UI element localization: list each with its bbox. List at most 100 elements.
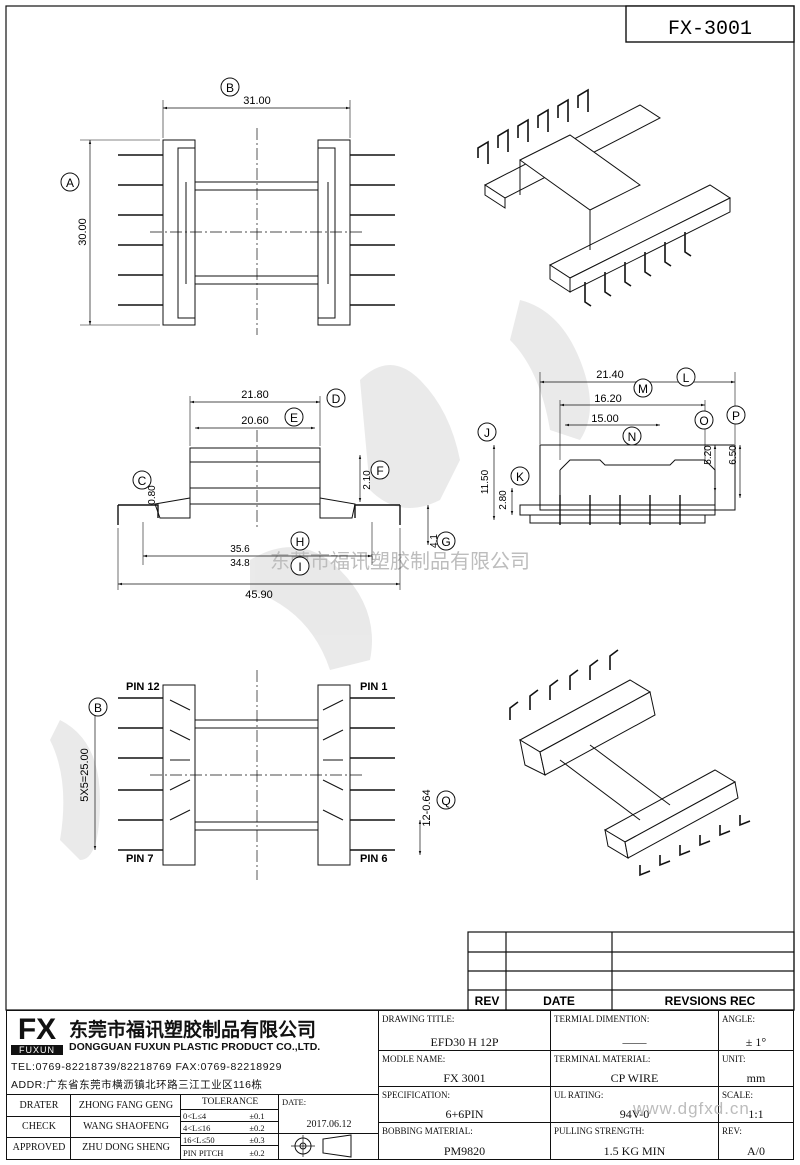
svg-text:30.00: 30.00 bbox=[77, 218, 89, 246]
tolerance-range: 16<L≤50 bbox=[183, 1135, 215, 1146]
dim-A: A 30.00 bbox=[60, 172, 89, 246]
bobbin-cell: BOBBING MATERIAL:PM9820 bbox=[379, 1123, 551, 1159]
rev-cell: REV:A/0 bbox=[719, 1123, 793, 1159]
front-view-dims: L 21.40 M 16.20 N 15.00 O 5.20 P 6.50 J … bbox=[477, 367, 746, 510]
svg-text:J: J bbox=[484, 426, 490, 440]
svg-text:Q: Q bbox=[441, 794, 450, 808]
terminal-dim-cell: TERMIAL DIMENTION:—— bbox=[551, 1011, 719, 1051]
tolerance-value: ±0.3 bbox=[249, 1135, 265, 1146]
check-label: CHECK bbox=[22, 1121, 56, 1132]
ul-rating: 94V-0 bbox=[619, 1107, 650, 1121]
watermark-strokes bbox=[50, 300, 590, 860]
svg-text:REVSIONS REC: REVSIONS REC bbox=[665, 994, 756, 1008]
tolerance-range: 0<L≤4 bbox=[183, 1111, 207, 1121]
fields-grid: DRAWING TITLE:EFD30 H 12P TERMIAL DIMENT… bbox=[379, 1011, 793, 1159]
side-view bbox=[117, 396, 430, 590]
company-address: ADDR:广东省东莞市横沥镇北环路三江工业区116栋 bbox=[11, 1079, 263, 1091]
date-value: 2017.06.12 bbox=[306, 1119, 352, 1130]
isometric-view-bottom bbox=[509, 649, 751, 877]
svg-text:2.10: 2.10 bbox=[362, 470, 373, 490]
svg-text:PIN 12: PIN 12 bbox=[126, 681, 160, 693]
svg-text:REV: REV bbox=[475, 994, 500, 1008]
tolerance-value: ±0.2 bbox=[249, 1123, 265, 1134]
unit: mm bbox=[746, 1071, 766, 1085]
technical-drawing: FX-3001 东莞市福讯塑胶制品有限公司 bbox=[5, 5, 795, 1011]
scale-cell: SCALE:1:1 bbox=[719, 1087, 793, 1123]
svg-text:P: P bbox=[732, 409, 740, 423]
terminal-material: CP WIRE bbox=[610, 1071, 659, 1085]
svg-text:0.80: 0.80 bbox=[147, 485, 158, 505]
svg-text:35.6: 35.6 bbox=[230, 544, 250, 555]
tolerance-range: PIN PITCH bbox=[183, 1147, 224, 1158]
isometric-view-top bbox=[477, 88, 732, 307]
svg-text:F: F bbox=[376, 464, 383, 478]
svg-text:31.00: 31.00 bbox=[243, 95, 271, 107]
unit-cell: UNIT:mm bbox=[719, 1051, 793, 1087]
svg-text:4.1: 4.1 bbox=[429, 534, 440, 548]
svg-text:A: A bbox=[66, 176, 74, 190]
svg-text:21.80: 21.80 bbox=[241, 389, 269, 401]
svg-text:5X5=25.00: 5X5=25.00 bbox=[79, 748, 91, 802]
drawing-title-cell: DRAWING TITLE:EFD30 H 12P bbox=[379, 1011, 551, 1051]
tolerance-value: ±0.1 bbox=[249, 1111, 265, 1121]
svg-text:N: N bbox=[628, 430, 637, 444]
svg-text:C: C bbox=[138, 474, 147, 488]
drawing-title: EFD30 H 12P bbox=[430, 1035, 499, 1049]
title-box bbox=[625, 5, 795, 43]
pin-labels: PIN 12 PIN 1 PIN 7 PIN 6 bbox=[126, 681, 388, 865]
tolerance-range: 4<L≤16 bbox=[183, 1123, 211, 1134]
front-view bbox=[492, 372, 742, 525]
pulling-strength: 1.5 KG MIN bbox=[603, 1144, 666, 1158]
pull-cell: PULLING STRENGTH:1.5 KG MIN bbox=[551, 1123, 719, 1159]
tolerance-row: PIN PITCH ±0.2 bbox=[181, 1147, 279, 1159]
side-view-dims: D 21.80 E 20.60 C 0.80 F 2.10 G 4.1 H 35… bbox=[132, 388, 456, 601]
company-logo: FX FUXUN bbox=[11, 1015, 63, 1055]
people-table: DRATER ZHONG FANG GENG CHECK WANG SHAOFE… bbox=[7, 1095, 181, 1159]
svg-text:45.90: 45.90 bbox=[245, 589, 273, 601]
svg-text:5.20: 5.20 bbox=[703, 445, 714, 465]
svg-text:D: D bbox=[332, 392, 341, 406]
company-tel: TEL:0769-82218739/82218769 FAX:0769-8221… bbox=[11, 1061, 283, 1073]
svg-text:M: M bbox=[638, 382, 648, 396]
svg-text:O: O bbox=[699, 414, 708, 428]
svg-text:6.50: 6.50 bbox=[728, 445, 739, 465]
approved-label: APPROVED bbox=[12, 1142, 66, 1153]
bottom-view-dims: B 5X5=25.00 Q 12-0.64 bbox=[79, 697, 456, 827]
date-box: DATE: 2017.06.12 bbox=[279, 1095, 379, 1159]
terminal-material-cell: TERMINAL MATERIAL:CP WIRE bbox=[551, 1051, 719, 1087]
drawing-number: FX-3001 bbox=[668, 18, 752, 41]
tolerance-value: ±0.2 bbox=[249, 1147, 265, 1158]
dim-B: B 31.00 bbox=[220, 77, 271, 107]
spec: 6+6PIN bbox=[445, 1107, 484, 1121]
watermark-url-overlay: www.dgfxd.cn bbox=[633, 1099, 750, 1118]
svg-text:G: G bbox=[441, 535, 450, 549]
angle: ± 1° bbox=[745, 1035, 767, 1049]
svg-text:34.8: 34.8 bbox=[230, 558, 250, 569]
svg-text:B: B bbox=[226, 81, 234, 95]
svg-text:PIN 6: PIN 6 bbox=[360, 853, 388, 865]
tolerance-row: 0<L≤4 ±0.1 bbox=[181, 1110, 279, 1122]
angle-cell: ANGLE:± 1° bbox=[719, 1011, 793, 1051]
check-name: WANG SHAOFENG bbox=[83, 1121, 169, 1132]
svg-text:L: L bbox=[683, 371, 690, 385]
svg-text:PIN 1: PIN 1 bbox=[360, 681, 388, 693]
projection-symbol-icon bbox=[291, 1134, 352, 1158]
company-name-cn: 东莞市福讯塑胶制品有限公司 bbox=[69, 1020, 317, 1041]
company-header: FX FUXUN 东莞市福讯塑胶制品有限公司 DONGGUAN FUXUN PL… bbox=[7, 1011, 379, 1095]
model-cell: MODLE NAME:FX 3001 bbox=[379, 1051, 551, 1087]
tolerance-row: 16<L≤50 ±0.3 bbox=[181, 1134, 279, 1147]
svg-text:2.80: 2.80 bbox=[498, 490, 509, 510]
svg-text:B: B bbox=[94, 701, 102, 715]
svg-text:PIN 7: PIN 7 bbox=[126, 853, 154, 865]
svg-text:K: K bbox=[516, 470, 524, 484]
scale: 1:1 bbox=[748, 1107, 764, 1121]
model: FX 3001 bbox=[443, 1071, 486, 1085]
svg-text:20.60: 20.60 bbox=[241, 415, 269, 427]
approved-name: ZHU DONG SHENG bbox=[82, 1142, 170, 1153]
spec-cell: SPECIFICATION:6+6PIN bbox=[379, 1087, 551, 1123]
svg-text:I: I bbox=[298, 560, 301, 574]
title-block: FX FUXUN 东莞市福讯塑胶制品有限公司 DONGGUAN FUXUN PL… bbox=[6, 1010, 794, 1160]
tolerance-row: 4<L≤16 ±0.2 bbox=[181, 1122, 279, 1135]
rev-value: A/0 bbox=[747, 1144, 765, 1158]
